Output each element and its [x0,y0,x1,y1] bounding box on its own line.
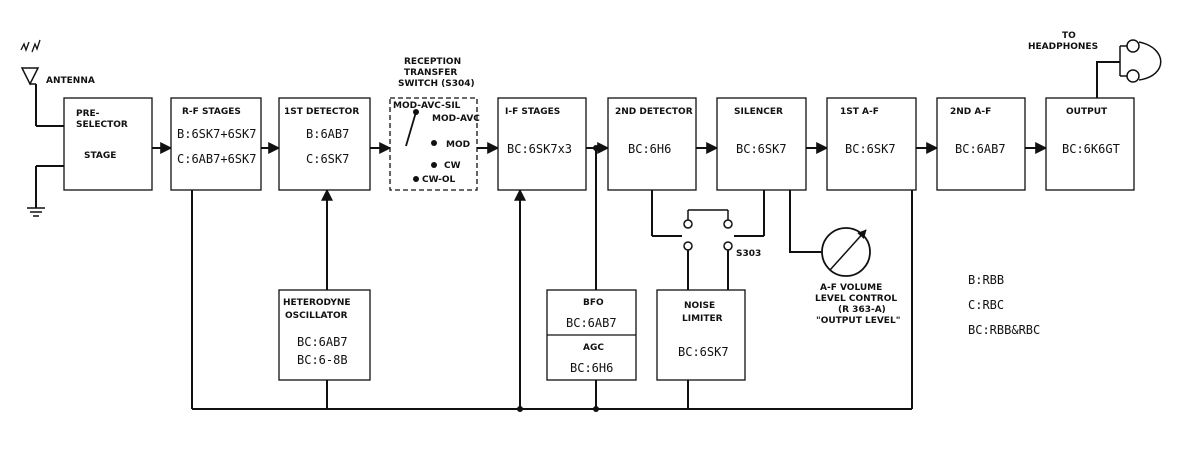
switch-pos-3: MOD [446,140,470,150]
second-detector-block: 2ND DETECTOR BC:6H6 [607,97,697,191]
output-title: OUTPUT [1066,107,1108,117]
rf-title: R-F STAGES [182,107,241,117]
af2-line-1: BC:6AB7 [955,142,1006,156]
det2-title: 2ND DETECTOR [615,107,693,117]
legend-item: BC:RBB&RBC [968,323,1040,337]
signal-links [152,142,1048,154]
legend-item: C:RBC [968,298,1004,312]
switch-label-3: SWITCH (S304) [398,79,475,89]
first-af-block: 1ST A-F BC:6SK7 [826,97,917,191]
det1-line-2: C:6SK7 [306,152,349,166]
power-bus [191,188,913,412]
heterodyne-oscillator-block: HETERODYNE OSCILLATOR BC:6AB7 BC:6-8B [278,289,371,381]
output-block: OUTPUT BC:6K6GT [1045,97,1135,191]
bfo-line-1: BC:6AB7 [566,316,617,330]
headphones-label-2: HEADPHONES [1028,42,1098,52]
preselector-block: PRE- SELECTOR STAGE [63,97,153,191]
hetosc-title-2: OSCILLATOR [285,311,348,321]
preselector-title-3: STAGE [84,151,116,161]
af2-title: 2ND A-F [950,107,991,117]
s303-switch [651,190,765,290]
switch-label-1: RECEPTION [404,57,461,67]
switch-pos-4: CW [444,161,461,171]
det2-line-1: BC:6H6 [628,142,671,156]
if-title: I-F STAGES [505,107,560,117]
af1-line-1: BC:6SK7 [845,142,896,156]
preselector-title-1: PRE- [76,109,100,119]
det1-title: 1ST DETECTOR [284,107,359,117]
switch-pos-5: CW-OL [422,175,456,185]
volume-label-4: "OUTPUT LEVEL" [816,316,900,326]
volume-label-1: A-F VOLUME [820,283,882,293]
volume-label-2: LEVEL CONTROL [815,294,897,304]
preselector-title-2: SELECTOR [76,120,128,130]
noise-title-1: NOISE [684,301,715,311]
volume-label-3: (R 363-A) [838,305,886,315]
hetosc-line-1: BC:6AB7 [297,335,348,349]
rf-line-2: C:6AB7+6SK7 [177,152,256,166]
switch-pos-1: MOD-AVC-SIL [393,101,461,111]
if-stages-block: I-F STAGES BC:6SK7x3 [497,97,587,191]
bfo-title: BFO [583,298,604,308]
switch-pos-2: MOD-AVC [432,114,480,124]
af1-title: 1ST A-F [840,107,879,117]
noise-title-2: LIMITER [682,314,723,324]
silencer-block: SILENCER BC:6SK7 [716,97,807,191]
tube-legend: B:RBB C:RBC BC:RBB&RBC [968,273,1040,337]
volume-control-symbol [789,190,871,277]
antenna-symbol [20,39,64,127]
output-line-1: BC:6K6GT [1062,142,1120,156]
hetosc-title-1: HETERODYNE [283,298,351,308]
ground-symbol [27,165,64,217]
rf-line-1: B:6SK7+6SK7 [177,127,256,141]
silencer-title: SILENCER [734,107,783,117]
first-detector-block: 1ST DETECTOR B:6AB7 C:6SK7 [278,97,371,191]
bfo-agc-block: BFO BC:6AB7 AGC BC:6H6 [546,289,637,381]
hetosc-line-2: BC:6-8B [297,353,348,367]
agc-line-1: BC:6H6 [570,361,613,375]
reception-transfer-switch: RECEPTION TRANSFER SWITCH (S304) MOD-AVC… [389,57,480,191]
headphones-label-1: TO [1062,31,1076,41]
s303-label: S303 [736,249,761,259]
det1-line-1: B:6AB7 [306,127,349,141]
rf-stages-block: R-F STAGES B:6SK7+6SK7 C:6AB7+6SK7 [170,97,262,191]
agc-title: AGC [583,343,604,353]
antenna-label: ANTENNA [46,76,95,86]
switch-label-2: TRANSFER [404,68,457,78]
legend-item: B:RBB [968,273,1004,287]
headphones-symbol [1096,39,1162,98]
silencer-line-1: BC:6SK7 [736,142,787,156]
noise-limiter-block: NOISE LIMITER BC:6SK7 [656,289,746,381]
if-line-1: BC:6SK7x3 [507,142,572,156]
second-af-block: 2ND A-F BC:6AB7 [936,97,1026,191]
noise-line-1: BC:6SK7 [678,345,729,359]
